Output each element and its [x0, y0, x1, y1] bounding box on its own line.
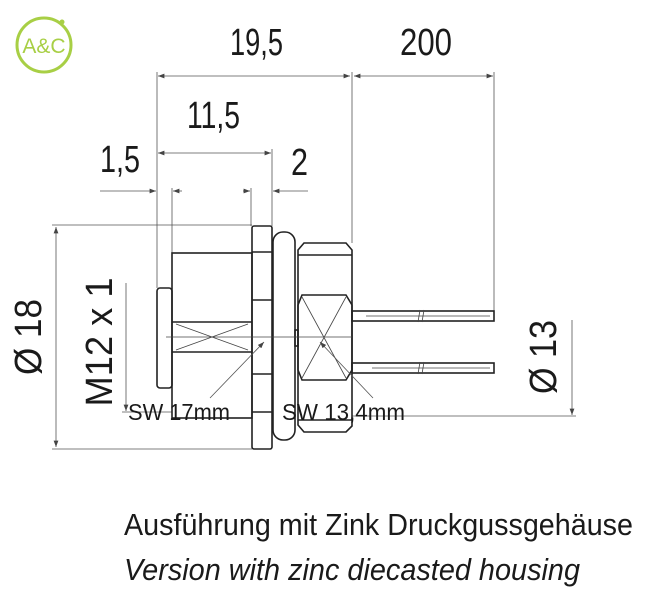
- caption-german: Ausführung mit Zink Druckgussgehäuse: [124, 507, 633, 542]
- dim-thread-length: 11,5: [187, 95, 240, 137]
- dim-thread: M12 x 1: [79, 278, 121, 407]
- extension-lines: [52, 72, 576, 450]
- dim-flange-diameter: Ø 18: [8, 299, 50, 375]
- label-wrench-front: SW 17mm: [128, 399, 230, 425]
- svg-text:A&C: A&C: [22, 35, 65, 58]
- dim-overall-length: 19,5: [230, 22, 283, 64]
- caption-english: Version with zinc diecasted housing: [124, 552, 580, 587]
- logo: A&C: [15, 16, 73, 74]
- leader-lines: [209, 341, 374, 399]
- connector-body: [156, 225, 495, 450]
- dim-flange: 2: [291, 142, 308, 184]
- dimension-lines: [53, 73, 575, 447]
- dim-rear-diameter: Ø 13: [523, 320, 565, 394]
- dim-cable-length: 200: [400, 22, 452, 64]
- dim-front-step: 1,5: [100, 139, 140, 181]
- label-wrench-rear: SW 13,4mm: [282, 399, 405, 425]
